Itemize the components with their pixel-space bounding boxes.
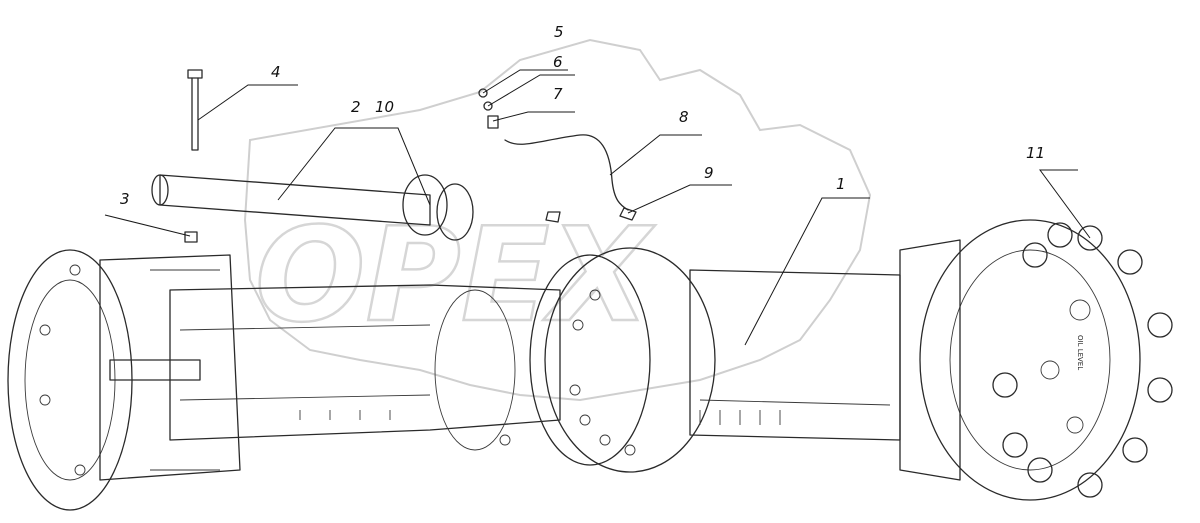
callouts: 1 2 3 4 5 6 7 8 9 10 11 — [120, 23, 1045, 208]
callout-2: 2 — [351, 98, 361, 116]
part-6 — [483, 101, 493, 111]
clip — [545, 211, 561, 223]
fitting-7 — [487, 115, 499, 129]
wheel-studs — [992, 222, 1173, 498]
callout-7: 7 — [553, 85, 563, 103]
brake-pipe-8 — [504, 134, 629, 211]
watermark-text: OPEX — [255, 199, 656, 351]
callout-9: 9 — [704, 164, 714, 182]
right-hub: OIL LEVEL — [899, 219, 1173, 501]
leader-lines — [104, 69, 1091, 346]
callout-11: 11 — [1026, 144, 1045, 162]
callout-3: 3 — [120, 190, 130, 208]
callout-1: 1 — [836, 175, 846, 193]
plug-3 — [184, 231, 198, 243]
callout-4: 4 — [271, 63, 281, 81]
opex-watermark: OPEX — [243, 38, 872, 402]
callout-5: 5 — [554, 23, 564, 41]
oil-level-stamp: OIL LEVEL — [1076, 335, 1084, 370]
left-hub — [7, 249, 241, 511]
callout-10: 10 — [375, 98, 394, 116]
part-5 — [478, 88, 488, 98]
kingpin-shaft — [151, 174, 474, 241]
differential-cover — [529, 254, 651, 466]
differential-housing — [544, 247, 716, 473]
differential-bolts — [499, 289, 636, 456]
long-bolt — [187, 69, 203, 151]
callout-8: 8 — [679, 108, 689, 126]
callout-6: 6 — [553, 53, 563, 71]
axle-housing — [169, 247, 901, 473]
